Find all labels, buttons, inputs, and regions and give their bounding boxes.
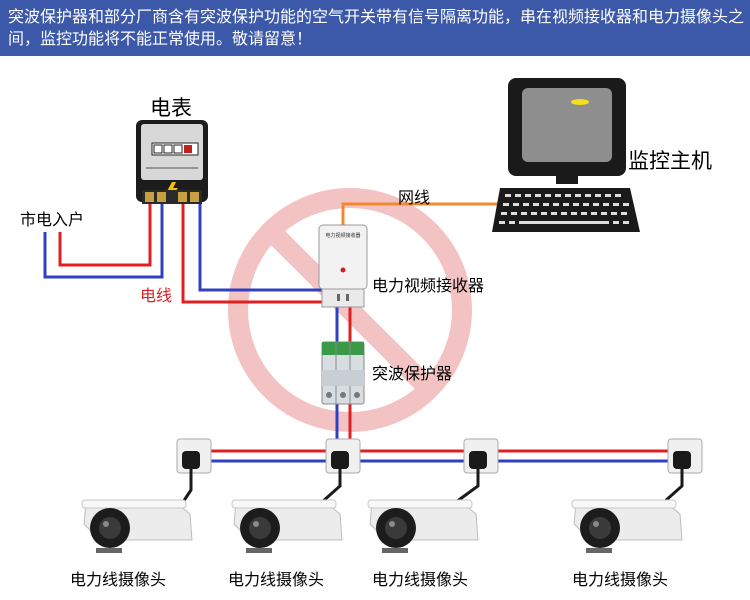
camera-label: 电力线摄像头 bbox=[70, 570, 167, 589]
camera bbox=[231, 499, 343, 553]
camera bbox=[367, 499, 479, 553]
camera-label: 电力线摄像头 bbox=[572, 570, 669, 589]
electricity-meter bbox=[136, 120, 208, 204]
meter-to-receiver-wiring bbox=[181, 200, 333, 304]
receiver-face-text: 电力视频接收器 bbox=[325, 232, 360, 239]
surge-to-bus-wiring bbox=[335, 402, 352, 442]
network-cable-label: 网线 bbox=[398, 188, 431, 207]
camera-label: 电力线摄像头 bbox=[372, 570, 469, 589]
surge-protector-label: 突波保护器 bbox=[372, 364, 453, 383]
surge-protector bbox=[321, 341, 365, 405]
socket bbox=[455, 438, 499, 504]
socket bbox=[176, 438, 212, 503]
warning-banner: 突波保护器和部分厂商含有突波保护功能的空气开关带有信号隔离功能，串在视频接收器和… bbox=[0, 0, 750, 56]
socket bbox=[321, 438, 361, 504]
receiver-label: 电力视频接收器 bbox=[372, 276, 485, 295]
mains-in-label: 市电入户 bbox=[20, 210, 85, 229]
camera bbox=[81, 499, 193, 553]
meter-label: 电表 bbox=[150, 96, 192, 120]
mains-wiring bbox=[43, 200, 164, 279]
warning-text: 突波保护器和部分厂商含有突波保护功能的空气开关带有信号隔离功能，串在视频接收器和… bbox=[8, 7, 745, 48]
socket bbox=[663, 438, 703, 504]
camera bbox=[571, 499, 683, 553]
camera-label: 电力线摄像头 bbox=[228, 570, 325, 589]
camera-bus-wiring bbox=[195, 449, 690, 463]
power-line-label: 电线 bbox=[140, 286, 173, 305]
monitor-host bbox=[492, 78, 640, 232]
receiver-to-surge-wiring bbox=[335, 306, 352, 345]
monitor-host-label: 监控主机 bbox=[628, 149, 712, 173]
power-video-receiver: 电力视频接收器 bbox=[318, 224, 368, 308]
